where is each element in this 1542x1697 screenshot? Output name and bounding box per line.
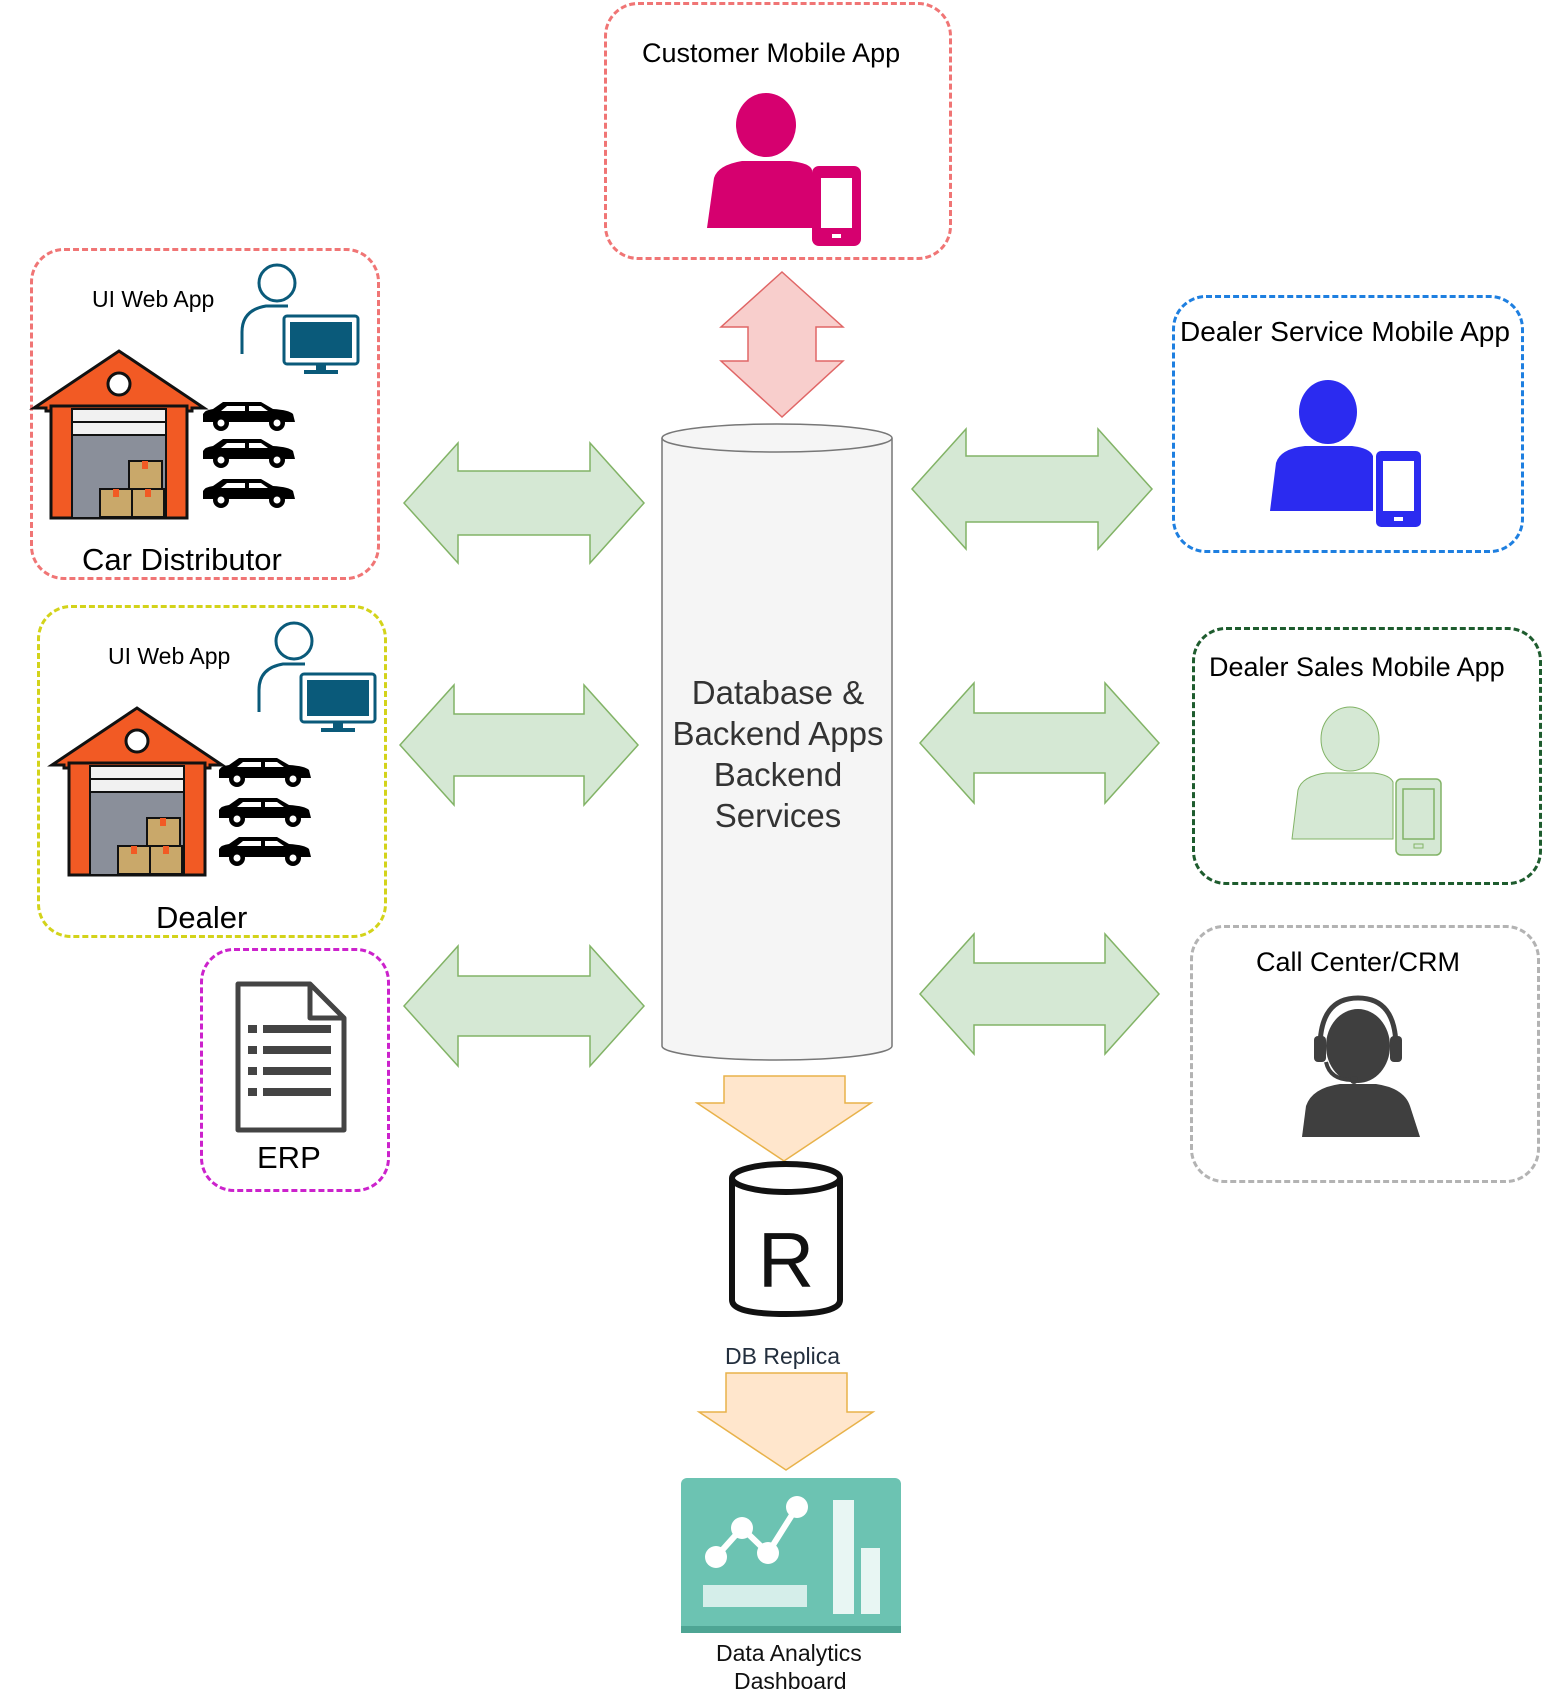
dealer-title: Dealer xyxy=(156,900,248,935)
dealer-sales-box xyxy=(1192,627,1542,885)
arrow-replica-dashboard xyxy=(696,1372,876,1471)
erp-box xyxy=(200,948,390,1192)
arrow-db-service xyxy=(910,427,1154,551)
database-label: Database & Backend Apps Backend Services xyxy=(662,672,894,836)
car-icon xyxy=(219,837,311,866)
db-replica-title: DB Replica xyxy=(725,1343,841,1369)
customer-app-box xyxy=(604,2,952,260)
call-center-title: Call Center/CRM xyxy=(1256,947,1461,977)
database-label-line: Services xyxy=(714,797,842,834)
distributor-web-label: UI Web App xyxy=(92,286,215,312)
service-app-title: Dealer Service Mobile App xyxy=(1180,316,1510,347)
car-icon xyxy=(203,479,295,508)
dealer-web-label: UI Web App xyxy=(108,643,231,669)
database-cylinder xyxy=(661,423,893,1061)
headset-agent-icon xyxy=(1302,995,1420,1137)
car-icon xyxy=(219,758,311,787)
arrow-db-sales xyxy=(918,681,1161,805)
svg-text:R: R xyxy=(758,1216,814,1304)
arrow-db-callcenter xyxy=(918,932,1161,1056)
document-icon xyxy=(235,981,347,1133)
warehouse-icon xyxy=(50,706,224,877)
customer-app-title: Customer Mobile App xyxy=(642,38,901,68)
dashboard-title-line1: Data Analytics xyxy=(716,1640,862,1666)
warehouse-icon xyxy=(32,349,206,520)
car-icon xyxy=(203,439,295,468)
analytics-dashboard-icon xyxy=(681,1478,901,1633)
arrow-distributor-db xyxy=(402,441,646,565)
arrow-customer-db xyxy=(719,270,845,419)
arrow-dealer-db xyxy=(398,683,640,807)
customer-user-mobile-icon xyxy=(707,93,861,246)
database-label-line: Database & xyxy=(691,674,865,711)
call-center-box xyxy=(1190,925,1540,1183)
sales-app-title: Dealer Sales Mobile App xyxy=(1209,652,1505,682)
database-replica-icon: R xyxy=(729,1161,843,1318)
car-icon xyxy=(219,798,311,827)
web-user-icon xyxy=(257,621,377,734)
car-icon xyxy=(203,402,295,431)
database-label-line: Backend xyxy=(713,756,843,793)
service-user-mobile-icon xyxy=(1270,380,1421,527)
dealer-box xyxy=(37,605,387,938)
erp-title: ERP xyxy=(257,1140,321,1175)
dashboard-title-line2: Dashboard xyxy=(734,1668,847,1694)
sales-user-mobile-icon xyxy=(1291,706,1442,856)
arrow-db-replica xyxy=(694,1075,874,1162)
distributor-title: Car Distributor xyxy=(82,542,282,577)
web-user-icon xyxy=(240,263,360,376)
database-label-line: Backend Apps xyxy=(672,715,884,752)
dealer-service-box xyxy=(1172,295,1524,553)
car-distributor-box xyxy=(30,248,380,580)
arrow-erp-db xyxy=(402,944,646,1068)
